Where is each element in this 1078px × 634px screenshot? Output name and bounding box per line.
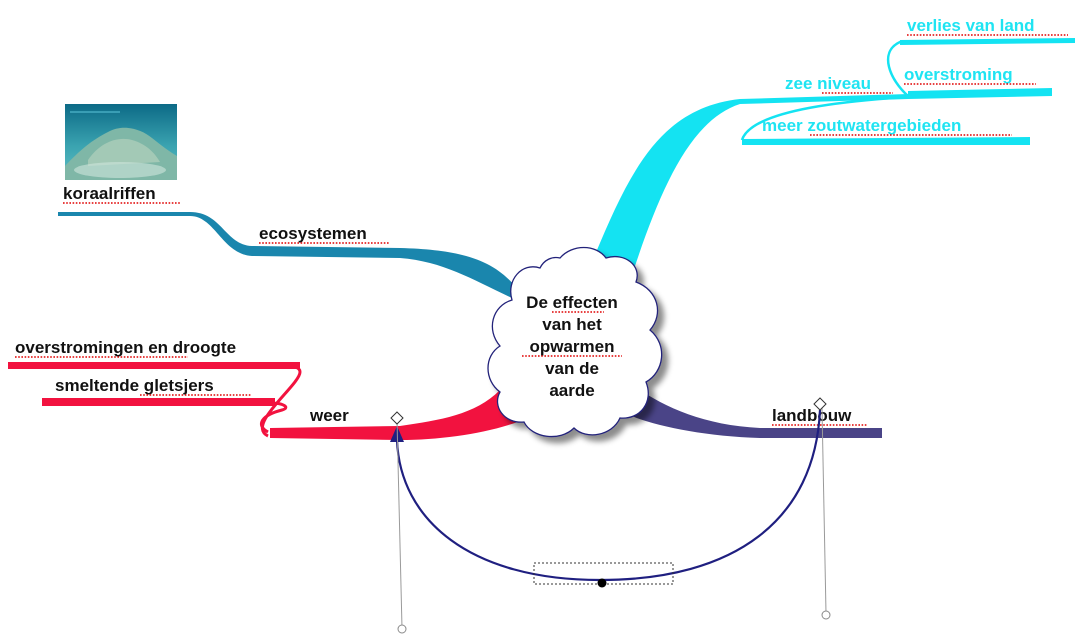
- subtopic-line-overstromingen-en-droogte: [8, 362, 300, 369]
- subtopic-label-overstromingen-en-droogte[interactable]: overstromingen en droogte: [15, 338, 236, 357]
- control-handle-line-left: [396, 419, 403, 629]
- branch-landbouw-line: [622, 382, 882, 438]
- branch-zee-niveau[interactable]: zee niveau verlies van land overstroming…: [592, 16, 1075, 275]
- branch-label-zee-niveau[interactable]: zee niveau: [785, 74, 871, 93]
- branch-zee-niveau-line: [592, 94, 908, 275]
- control-handle-line-right: [821, 407, 827, 614]
- branch-label-ecosystemen[interactable]: ecosystemen: [259, 224, 367, 243]
- branch-ecosystemen[interactable]: ecosystemen: [58, 212, 528, 305]
- subtopic-line-overstroming: [908, 88, 1052, 99]
- branch-weer[interactable]: weer overstromingen en droogte smeltende…: [8, 338, 528, 440]
- subtopic-label-koraalriffen[interactable]: koraalriffen: [63, 184, 156, 203]
- subtopic-line-smeltende-gletsjers: [42, 398, 275, 406]
- subtopic-connector-smeltende-gletsjers: [259, 401, 288, 434]
- branch-weer-line: [270, 390, 528, 440]
- branch-label-weer[interactable]: weer: [309, 406, 349, 425]
- subtopic-connector-meer-zoutwatergebieden: [740, 95, 909, 141]
- central-topic-line-2: van het: [542, 315, 602, 334]
- central-topic-line-1: De effecten: [526, 293, 618, 312]
- control-handle-left[interactable]: [397, 624, 407, 634]
- central-topic[interactable]: De effecten van het opwarmen van de aard…: [487, 246, 663, 438]
- subtopic-label-smeltende-gletsjers[interactable]: smeltende gletsjers: [55, 376, 214, 395]
- subtopic-connector-verlies-van-land: [887, 38, 1073, 97]
- branch-ecosystemen-line: [58, 212, 528, 305]
- subtopic-label-overstroming[interactable]: overstroming: [904, 65, 1013, 84]
- central-topic-cloud: [487, 246, 663, 438]
- central-topic-line-3: opwarmen: [529, 337, 614, 356]
- subtopic-line-meer-zoutwatergebieden: [742, 137, 1030, 145]
- subtopic-line-verlies-van-land: [900, 38, 1075, 45]
- endpoint-handle-right[interactable]: [813, 397, 827, 411]
- subtopic-koraalriffen[interactable]: koraalriffen: [63, 104, 180, 204]
- central-topic-line-4: van de: [545, 359, 599, 378]
- subtopic-label-verlies-van-land[interactable]: verlies van land: [907, 16, 1035, 35]
- coral-reef-image: [65, 104, 177, 180]
- branch-landbouw[interactable]: landbouw: [622, 382, 882, 438]
- relationship-midpoint-handle[interactable]: [597, 578, 607, 588]
- endpoint-handle-left[interactable]: [390, 411, 404, 425]
- branch-label-landbouw[interactable]: landbouw: [772, 406, 852, 425]
- control-handle-right[interactable]: [821, 610, 831, 620]
- central-topic-line-5: aarde: [549, 381, 594, 400]
- subtopic-label-meer-zoutwatergebieden[interactable]: meer zoutwatergebieden: [762, 116, 961, 135]
- relationship-weer-landbouw[interactable]: [390, 397, 831, 634]
